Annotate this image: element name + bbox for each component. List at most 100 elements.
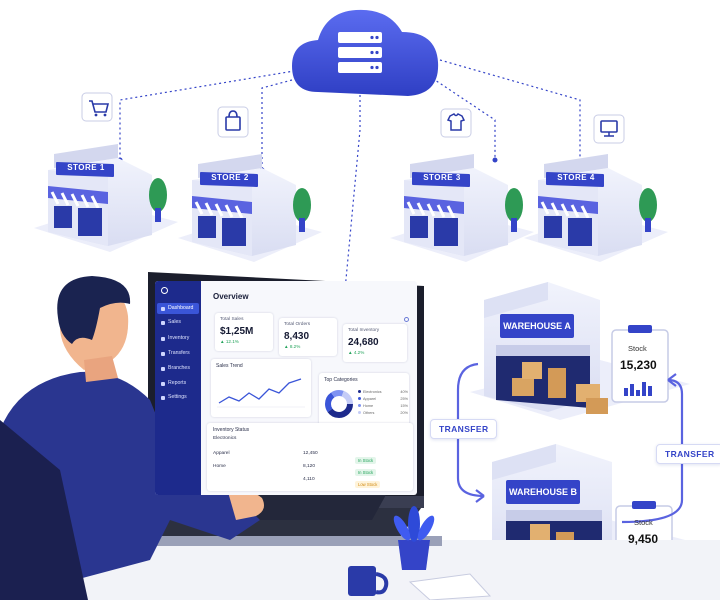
top-categories-card: Top Categories Electronics 40% Apparel 25%… <box>319 373 409 429</box>
legend-value: 20% <box>400 411 408 415</box>
inventory-status-title: Inventory Status <box>213 427 250 433</box>
inventory-row-name: Electronics <box>213 436 237 441</box>
inventory-row-name: Apparel <box>213 451 230 456</box>
legend-row: Apparel 25% <box>358 397 408 401</box>
cart-icon <box>81 92 113 122</box>
dashboard-main: Overview Total Sales $1,25M ▲ 12.1% Tota… <box>201 281 417 495</box>
warehouse-b-stock-value: 9,450 <box>628 532 659 546</box>
kpi-card-orders: Total Orders 8,430 ▲ 8.2% <box>279 318 337 356</box>
laptop-base <box>112 536 442 546</box>
kpi-value: $1,25M <box>220 326 254 337</box>
sales-trend-title: Sales Trend <box>216 363 243 369</box>
transfer-label-left: TRANSFER <box>430 419 498 439</box>
clipboard-a <box>611 325 669 403</box>
inventory-row-qty: 12,450 <box>303 451 318 456</box>
branches-icon <box>161 366 165 371</box>
app-logo-icon <box>161 287 168 294</box>
kpi-label: Total Orders <box>284 322 311 327</box>
boxes-a <box>512 362 608 414</box>
kpi-value: 8,430 <box>284 331 310 342</box>
network-lines <box>119 59 581 291</box>
sidebar-item-label: Reports <box>168 380 187 386</box>
sidebar-item-inventory[interactable]: Inventory <box>157 333 199 344</box>
shirt-icon <box>440 108 472 138</box>
inventory-icon <box>161 336 165 341</box>
legend-swatch <box>358 397 361 400</box>
warehouse-b-label: WAREHOUSE B <box>508 487 577 497</box>
legend-row: Electronics 40% <box>358 390 408 394</box>
sales-icon <box>161 320 165 325</box>
sidebar-item-branches[interactable]: Branches <box>157 363 199 374</box>
kpi-value: 24,680 <box>348 337 379 348</box>
top-categories-title: Top Categories <box>324 377 358 383</box>
status-badge: In Stock <box>355 457 377 464</box>
status-badge: Low Stock <box>355 481 381 488</box>
sidebar-item-dashboard[interactable]: Dashboard <box>157 303 199 314</box>
legend-label: Electronics <box>363 390 382 394</box>
kpi-delta: ▲ 8.2% <box>284 344 301 349</box>
transfer-label-right: TRANSFER <box>656 444 720 464</box>
sidebar-item-settings[interactable]: Settings <box>157 392 199 403</box>
legend-label: Apparel <box>363 397 377 401</box>
warehouse-b-stock-label: Stock <box>634 518 653 527</box>
kpi-delta: ▲ 4.2% <box>348 350 365 355</box>
coffee-mug <box>348 566 389 596</box>
sidebar-item-label: Branches <box>168 365 190 371</box>
inventory-row-name: Home <box>213 464 226 469</box>
legend-value: 15% <box>400 404 408 408</box>
legend-row: Home 15% <box>358 404 408 408</box>
legend-label: Home <box>363 404 374 408</box>
warehouse-a-stock-value: 15,230 <box>620 358 657 372</box>
cloud-server <box>292 9 439 97</box>
kpi-label: Total Inventory <box>348 328 380 333</box>
sidebar-item-label: Sales <box>168 319 181 325</box>
notebook <box>408 573 492 600</box>
legend-swatch <box>358 404 361 407</box>
settings-icon <box>161 395 165 400</box>
store-1-label: STORE 1 <box>67 163 105 172</box>
sidebar-item-reports[interactable]: Reports <box>157 378 199 389</box>
sidebar-item-label: Dashboard <box>168 305 194 311</box>
refresh-icon[interactable] <box>404 317 409 322</box>
store-4-label: STORE 4 <box>557 173 595 182</box>
legend-label: Others <box>363 411 375 415</box>
warehouse-a-stock-label: Stock <box>628 344 647 353</box>
legend-swatch <box>358 411 361 414</box>
store-3-label: STORE 3 <box>423 173 461 182</box>
sidebar-item-transfers[interactable]: Transfers <box>157 348 199 359</box>
inventory-status-card: Inventory Status Electronics Apparel 12,… <box>207 423 413 491</box>
kpi-card-inventory: Total Inventory 24,680 ▲ 4.2% <box>343 324 407 362</box>
legend-row: Others 20% <box>358 411 408 415</box>
monitor-icon <box>593 114 625 144</box>
kpi-label: Total Sales <box>220 317 244 322</box>
sales-trend-card: Sales Trend <box>211 359 311 417</box>
sidebar-item-label: Settings <box>168 394 187 400</box>
kpi-card-sales: Total Sales $1,25M ▲ 12.1% <box>215 313 273 351</box>
dashboard-icon <box>161 306 165 311</box>
transfers-icon <box>161 351 165 356</box>
desk-plant <box>393 506 435 570</box>
legend-value: 40% <box>400 390 408 394</box>
kpi-delta: ▲ 12.1% <box>220 339 239 344</box>
warehouse-a-label: WAREHOUSE A <box>503 321 571 331</box>
sidebar-item-label: Transfers <box>168 350 190 356</box>
store-building-4 <box>524 154 668 262</box>
reports-icon <box>161 381 165 386</box>
store-building-3 <box>390 154 534 262</box>
inventory-row-qty: 4,110 <box>303 477 315 482</box>
chair <box>0 420 88 600</box>
sidebar-item-label: Inventory <box>168 335 190 341</box>
donut-chart <box>325 390 353 418</box>
sidebar-item-sales[interactable]: Sales <box>157 317 199 328</box>
store-building-2 <box>178 154 322 262</box>
store-2-label: STORE 2 <box>211 173 249 182</box>
bag-icon <box>217 106 249 138</box>
status-badge: In Stock <box>355 469 377 476</box>
inventory-row-qty: 8,120 <box>303 464 316 469</box>
laptop-screen: Dashboard Sales Inventory Transfers Bran… <box>155 281 417 495</box>
dashboard-sidebar: Dashboard Sales Inventory Transfers Bran… <box>155 281 201 495</box>
sales-trend-line <box>217 378 305 408</box>
page-title: Overview <box>213 292 249 301</box>
legend-value: 25% <box>400 397 408 401</box>
